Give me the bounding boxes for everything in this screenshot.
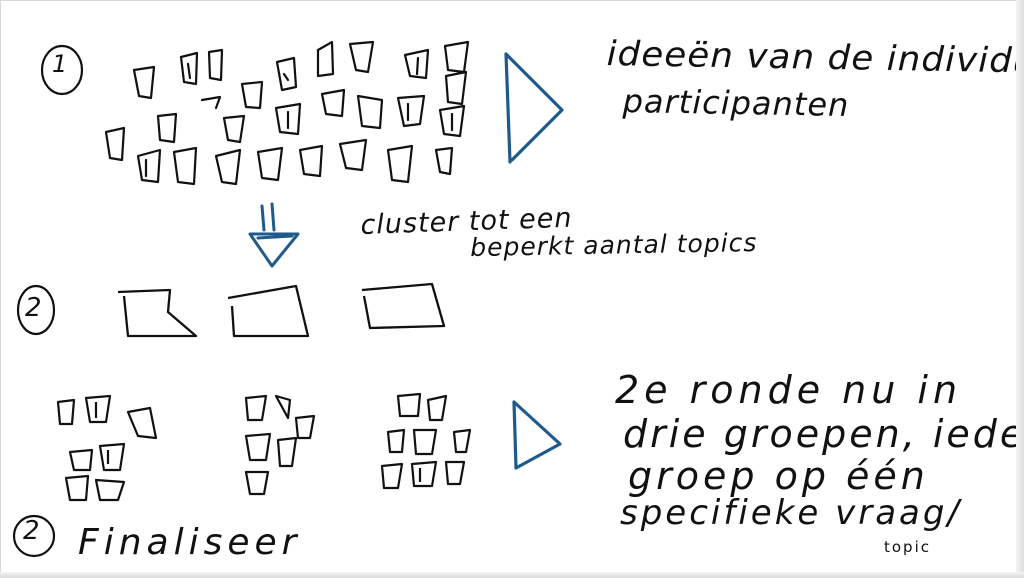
sticky-note [338, 138, 368, 172]
sticky-note [172, 146, 198, 186]
round-note-line-1: 2e ronde nu in [615, 368, 963, 412]
sticky-note [434, 146, 454, 176]
sticky-note [200, 95, 222, 110]
sticky-note [179, 51, 199, 86]
finalize-label: Finaliseer [78, 522, 302, 563]
sticky-note [386, 144, 414, 184]
group-1-notes [56, 394, 158, 502]
cluster-box-3 [361, 282, 446, 330]
sticky-note [132, 65, 156, 100]
sticky-note [256, 146, 284, 182]
sticky-note [298, 144, 324, 178]
sticky-note [275, 56, 298, 92]
sticky-note [156, 112, 178, 144]
round-note-line-2: drie groepen, iedere [623, 412, 1024, 456]
cluster-box-2 [227, 284, 310, 338]
board-edge-bottom [0, 572, 1024, 578]
round-note-line-4: specifieke vraag/ [620, 493, 962, 533]
step-2-number: 2 [25, 293, 44, 323]
sticky-note [316, 40, 335, 78]
step-3-circle [12, 514, 56, 558]
cluster-box-1 [117, 288, 198, 338]
sticky-note [274, 102, 302, 136]
triangle-arrow-icon [512, 400, 562, 470]
sticky-note [348, 40, 375, 74]
sticky-note [438, 104, 466, 138]
group-3-notes [380, 392, 472, 490]
step-1-circle [40, 44, 84, 96]
sticky-note [214, 148, 242, 186]
group-2-notes [244, 394, 316, 496]
funnel-down-arrow-icon [248, 202, 300, 268]
step-1-number: 1 [52, 50, 70, 78]
sticky-note [403, 48, 430, 80]
sticky-note [443, 40, 470, 74]
sticky-note [320, 88, 346, 118]
step-3-number: 2 [23, 516, 42, 546]
sticky-note [240, 80, 264, 110]
sticky-note [222, 114, 246, 144]
board-edge-right [1016, 0, 1024, 578]
sticky-note [136, 148, 162, 184]
sticky-note [444, 70, 468, 106]
round-note-line-3: groep op één [628, 454, 929, 498]
ideas-note-line-2: participanten [622, 82, 850, 124]
sticky-note [356, 94, 384, 130]
triangle-arrow-icon [504, 52, 564, 164]
cluster-note-line-2: beperkt aantal topics [470, 227, 758, 262]
idea-notes-group [104, 40, 470, 186]
cluster-boxes [117, 282, 446, 338]
sticky-note [104, 126, 126, 162]
sticky-note [207, 48, 224, 82]
sticky-note [396, 94, 426, 128]
step-2-circle [16, 284, 56, 336]
step-circles [12, 44, 84, 558]
round-note-line-5: topic [884, 538, 931, 556]
